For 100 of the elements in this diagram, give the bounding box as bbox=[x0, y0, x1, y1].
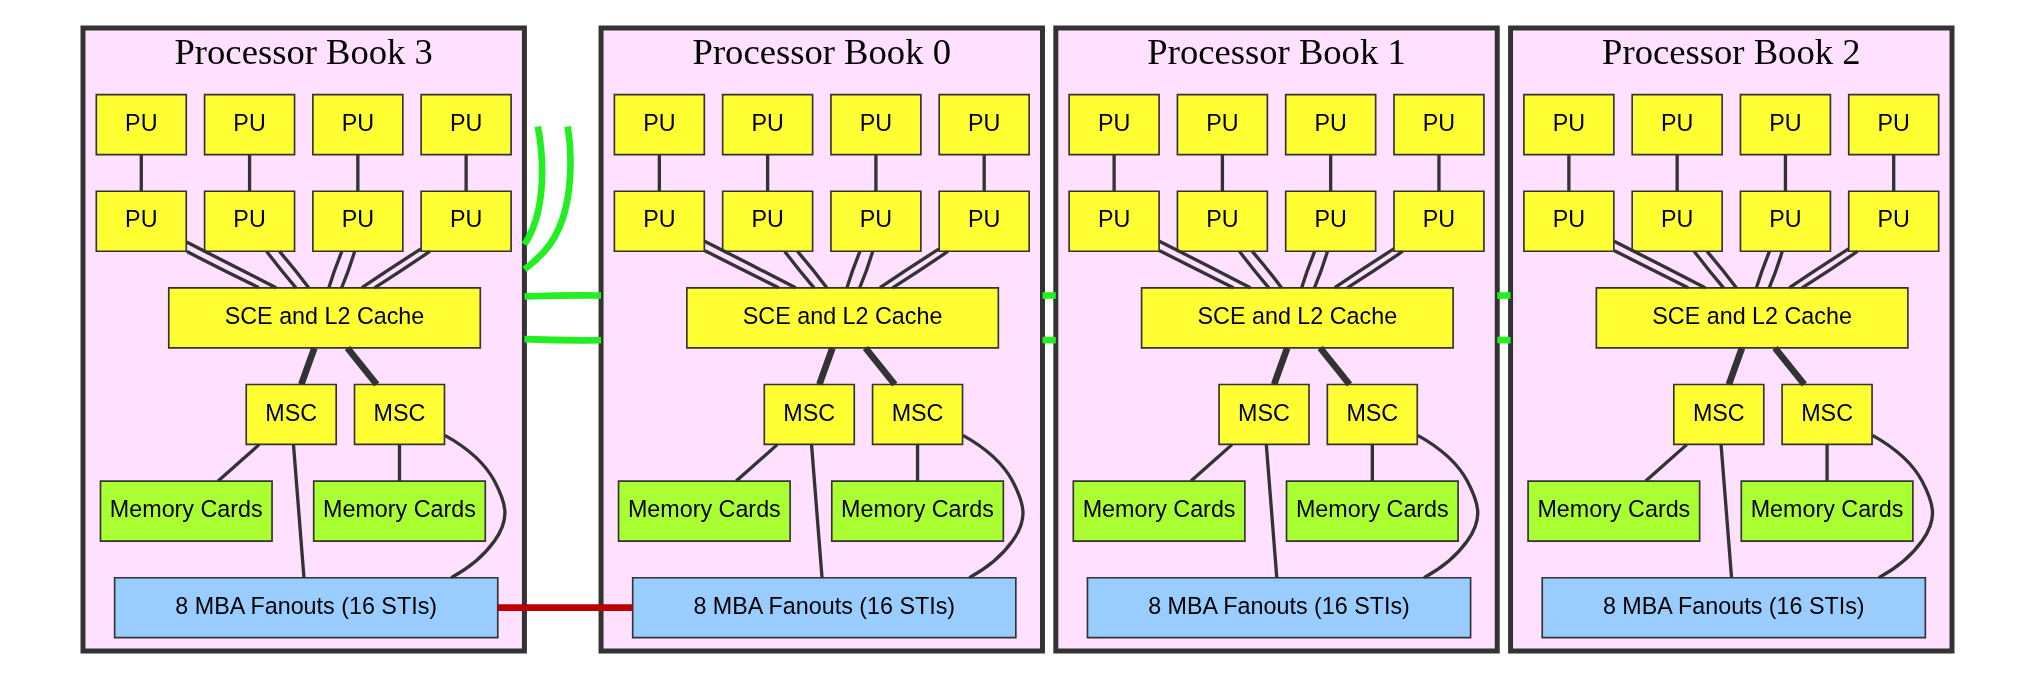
connector bbox=[1345, 250, 1404, 290]
connector bbox=[247, 154, 251, 192]
node-box: PU bbox=[937, 93, 1030, 156]
connector bbox=[291, 444, 306, 578]
connector bbox=[891, 250, 949, 290]
node-box: PU bbox=[1176, 190, 1268, 253]
connector bbox=[1189, 443, 1233, 483]
node-box: PU bbox=[1630, 93, 1723, 156]
connector bbox=[523, 335, 601, 344]
connector bbox=[1436, 154, 1441, 192]
connector bbox=[857, 250, 874, 289]
connector bbox=[216, 443, 260, 483]
connector bbox=[1788, 247, 1849, 290]
node-box: 8 MBA Fanouts (16 STIs) bbox=[113, 576, 499, 639]
connector bbox=[139, 154, 143, 192]
node-box: PU bbox=[1067, 93, 1160, 156]
connector bbox=[844, 250, 861, 289]
connector bbox=[463, 154, 468, 192]
node-box: PU bbox=[95, 93, 187, 156]
node-box: MSC bbox=[1780, 383, 1873, 446]
connector bbox=[1270, 346, 1290, 386]
connector bbox=[185, 240, 277, 290]
node-box: PU bbox=[203, 190, 295, 253]
node-box: Memory Cards bbox=[830, 480, 1004, 542]
connector bbox=[1237, 250, 1270, 289]
node-box: MSC bbox=[244, 383, 337, 446]
node-box: Memory Cards bbox=[312, 480, 486, 542]
connector bbox=[1496, 336, 1511, 344]
connector bbox=[264, 250, 297, 289]
connector bbox=[1041, 292, 1056, 299]
node-box: PU bbox=[1392, 93, 1485, 156]
node-box: PU bbox=[1392, 190, 1485, 253]
connector bbox=[782, 250, 815, 289]
connector bbox=[523, 292, 601, 300]
node-box: SCE and L2 Cache bbox=[1595, 287, 1909, 349]
node-box: PU bbox=[937, 190, 1030, 253]
connector bbox=[1496, 292, 1511, 299]
node-box: PU bbox=[829, 93, 922, 156]
node-box: PU bbox=[1522, 93, 1615, 156]
connector bbox=[1299, 250, 1316, 289]
node-box: PU bbox=[1739, 93, 1831, 156]
connector bbox=[703, 249, 779, 290]
connector bbox=[809, 444, 824, 578]
connector bbox=[1041, 336, 1056, 344]
connector bbox=[1333, 247, 1395, 290]
node-box: Memory Cards bbox=[1071, 480, 1246, 542]
connector bbox=[703, 239, 796, 290]
connector bbox=[1566, 154, 1571, 192]
node-box: PU bbox=[613, 93, 705, 156]
node-box: MSC bbox=[353, 383, 445, 446]
connector bbox=[1871, 433, 1934, 580]
connector bbox=[878, 247, 940, 290]
node-box: 8 MBA Fanouts (16 STIs) bbox=[631, 576, 1017, 639]
node-box: MSC bbox=[1217, 383, 1310, 446]
connector bbox=[1767, 250, 1784, 289]
node-box: PU bbox=[1739, 190, 1831, 253]
connector bbox=[1771, 345, 1807, 387]
connector bbox=[734, 443, 778, 483]
connector bbox=[873, 154, 878, 192]
node-box: Memory Cards bbox=[1526, 480, 1700, 542]
connector bbox=[795, 250, 828, 289]
node-box: PU bbox=[829, 190, 922, 253]
node-box: PU bbox=[1176, 93, 1268, 156]
connector bbox=[1111, 154, 1116, 192]
connector bbox=[961, 433, 1025, 580]
connector bbox=[1370, 444, 1374, 482]
node-box: SCE and L2 Cache bbox=[167, 287, 481, 349]
connector bbox=[1692, 250, 1725, 289]
connector bbox=[443, 433, 507, 580]
connector bbox=[344, 345, 379, 387]
node-box: SCE and L2 Cache bbox=[1140, 287, 1454, 349]
node-box: PU bbox=[1067, 190, 1160, 253]
connector bbox=[815, 346, 836, 386]
connector bbox=[765, 154, 769, 192]
connector bbox=[397, 444, 401, 482]
node-box: MSC bbox=[1672, 383, 1765, 446]
node-box: PU bbox=[721, 93, 813, 156]
connector bbox=[326, 250, 343, 289]
connector bbox=[360, 247, 422, 290]
connector bbox=[1891, 154, 1895, 192]
connector bbox=[1783, 154, 1787, 192]
node-box: PU bbox=[613, 190, 705, 253]
connector bbox=[297, 346, 317, 386]
connector bbox=[277, 250, 310, 289]
connector bbox=[521, 126, 574, 273]
connector bbox=[1250, 250, 1283, 289]
connector bbox=[1317, 345, 1352, 387]
connector bbox=[1705, 250, 1738, 289]
node-box: PU bbox=[311, 190, 404, 253]
connector bbox=[497, 604, 632, 612]
connector bbox=[1264, 444, 1278, 578]
node-box: Memory Cards bbox=[1285, 480, 1459, 542]
node-box: Memory Cards bbox=[99, 480, 273, 542]
connector bbox=[1675, 154, 1679, 192]
node-box: PU bbox=[311, 93, 404, 156]
connector bbox=[1158, 249, 1234, 290]
node-box: PU bbox=[1630, 190, 1723, 253]
node-box: PU bbox=[419, 190, 512, 253]
node-box: PU bbox=[1284, 93, 1376, 156]
connector bbox=[862, 345, 897, 387]
